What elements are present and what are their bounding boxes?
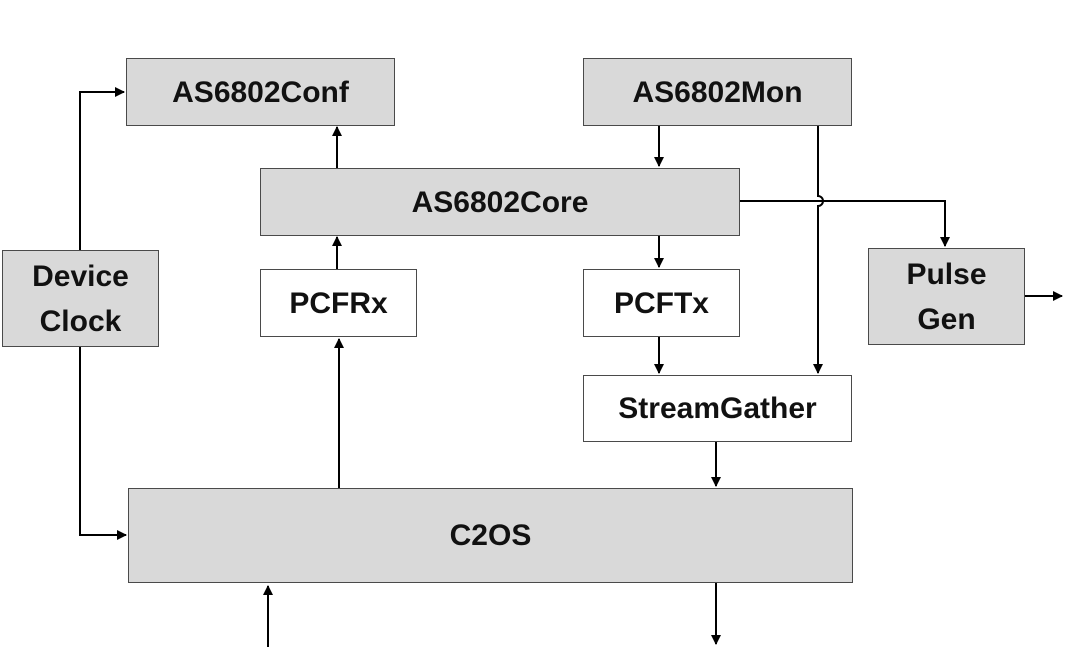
as6802mon-block: AS6802Mon: [583, 58, 852, 126]
as6802conf-block: AS6802Conf: [126, 58, 395, 126]
c2os-block: C2OS: [128, 488, 853, 583]
streamgather-block: StreamGather: [583, 375, 852, 442]
as6802core-block: AS6802Core: [260, 168, 740, 236]
pulse-gen-block: Pulse Gen: [868, 248, 1025, 345]
pcftx-block: PCFTx: [583, 269, 740, 337]
arrow-as6802core-to-pulsegen: [739, 200, 950, 247]
pcfrx-block: PCFRx: [260, 269, 417, 337]
device-clock-block: Device Clock: [2, 250, 159, 347]
arrow-deviceclock-to-c2os: [79, 346, 127, 540]
arrow-as6802mon-to-streamgather: [813, 126, 824, 374]
arrow-deviceclock-to-as6802conf: [79, 87, 125, 250]
